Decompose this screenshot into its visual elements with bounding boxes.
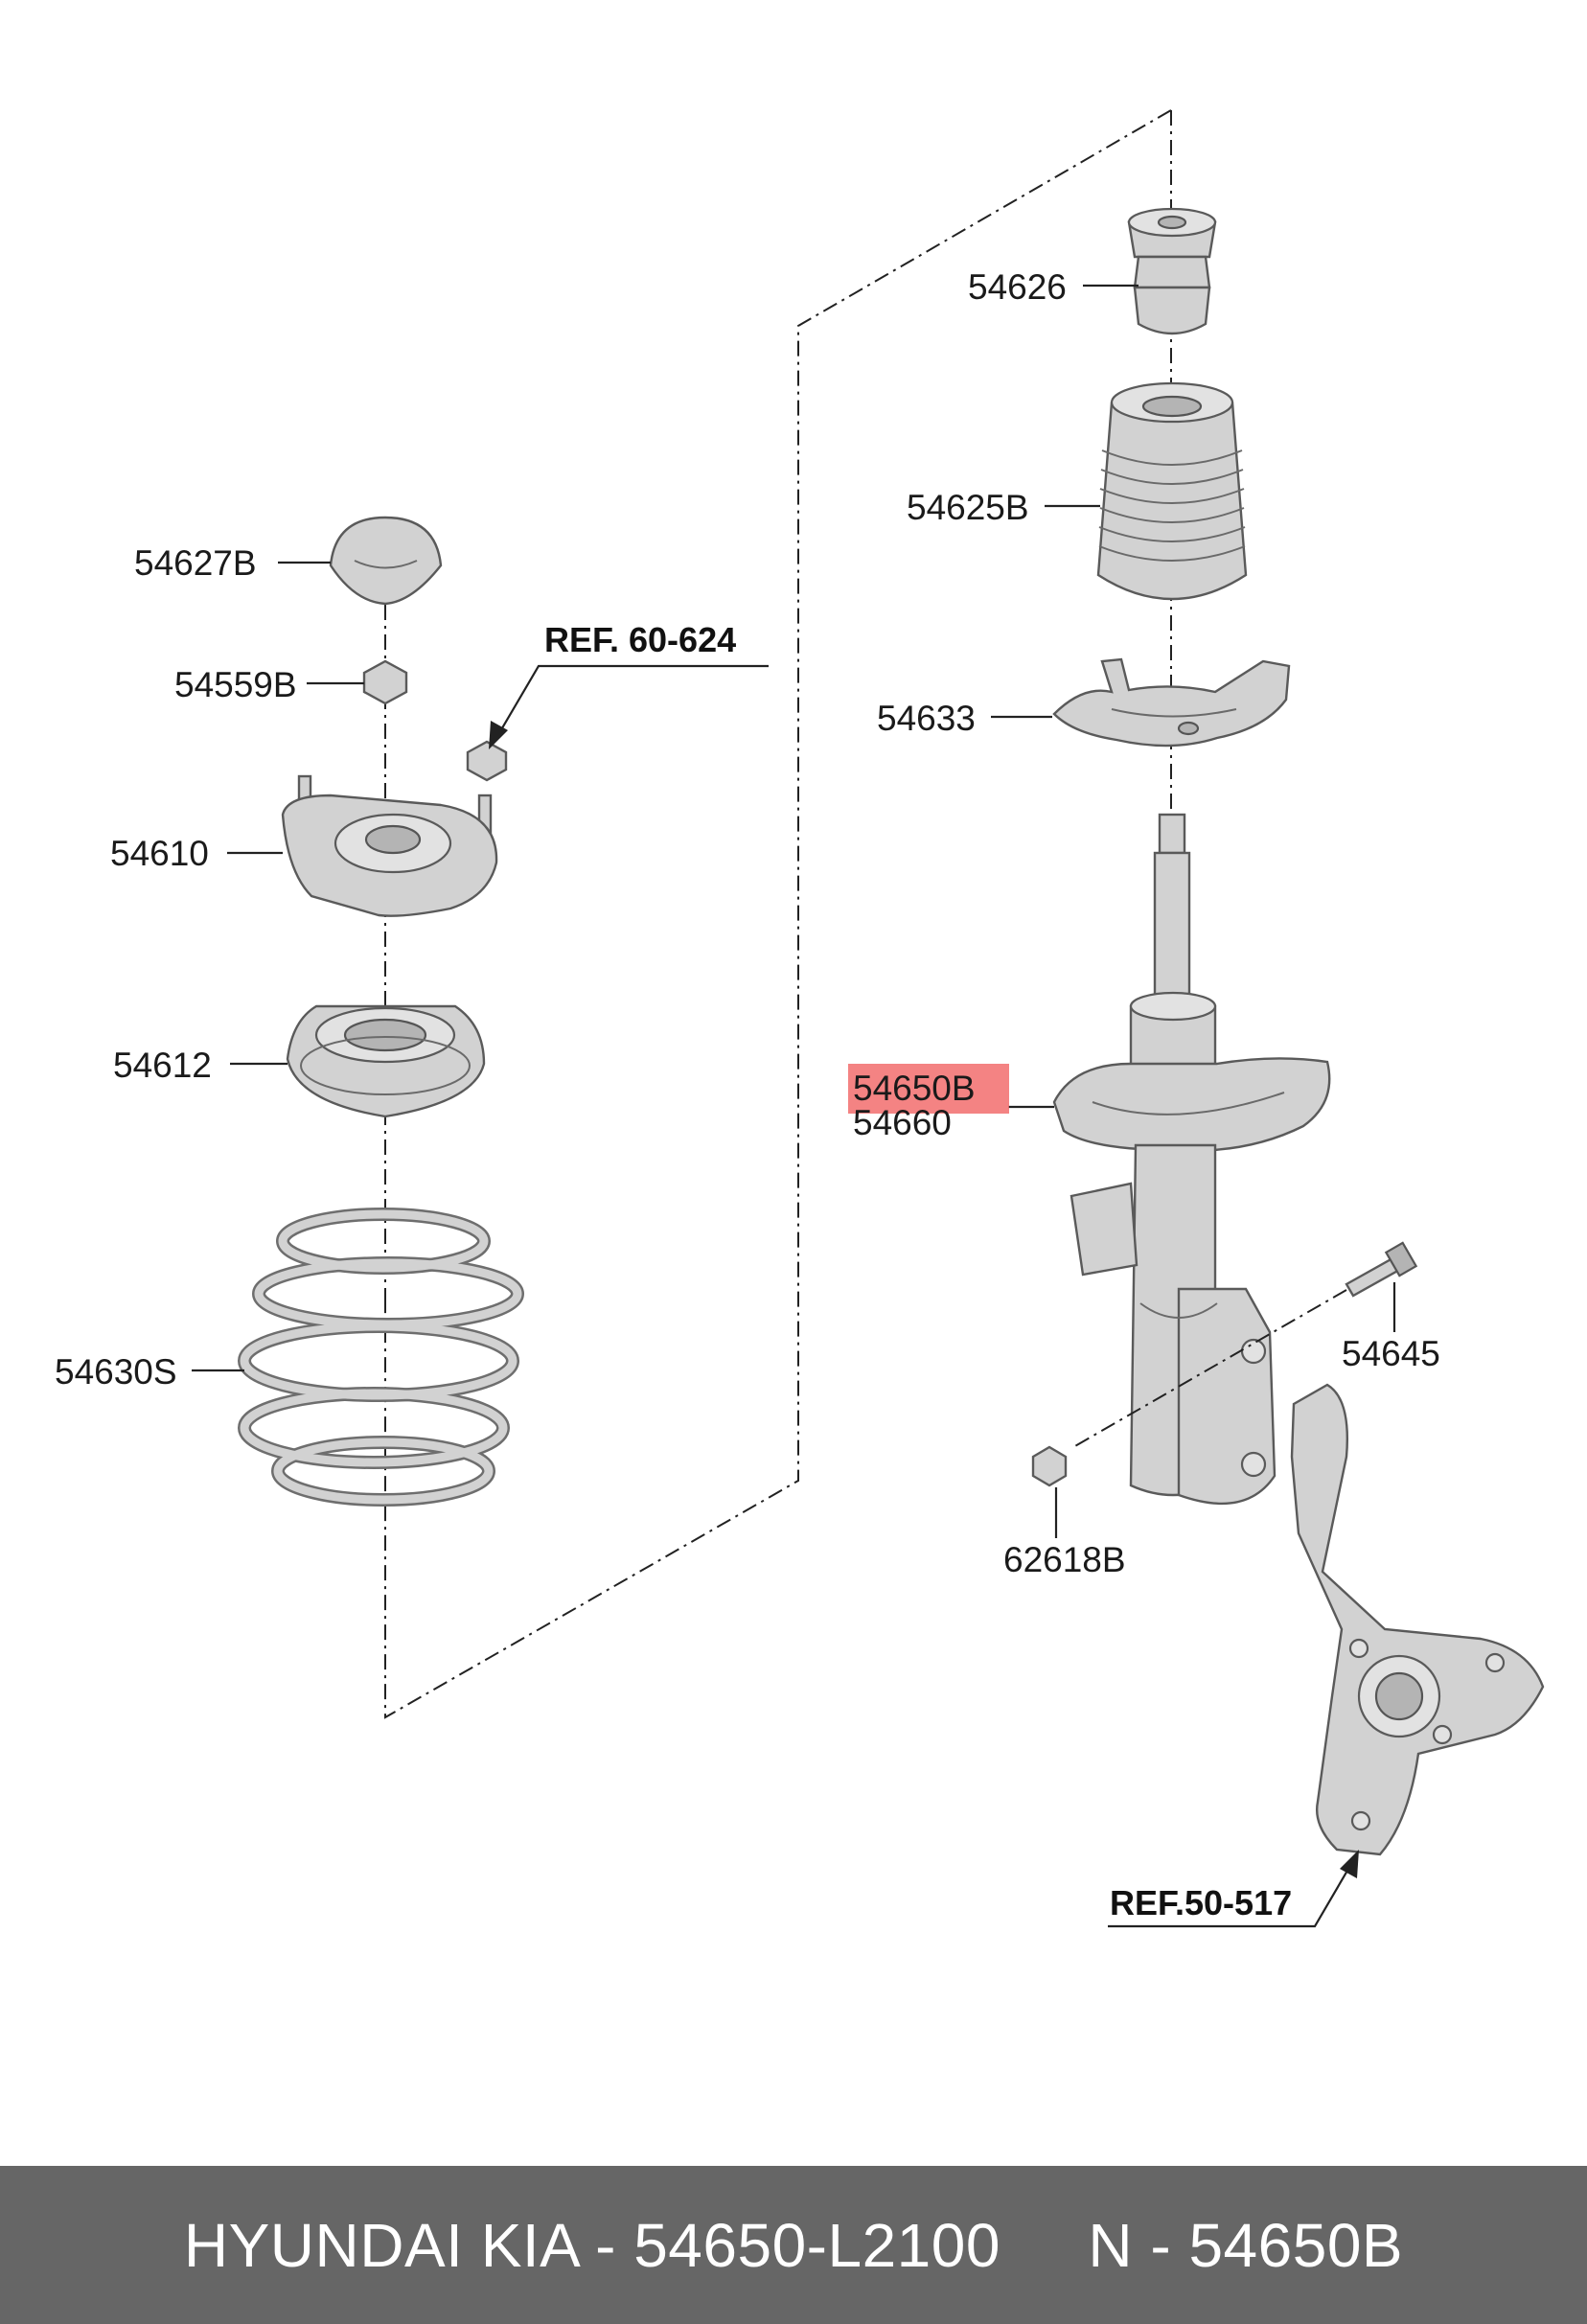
- label-54612: 54612: [113, 1046, 212, 1085]
- leader-ref-50-517: [1108, 1863, 1352, 1928]
- highlight-54650b: [848, 1064, 1009, 1114]
- footer-part-number: HYUNDAI KIA - 54650-L2100 N - 54650B: [183, 2210, 1404, 2280]
- dust-boot-54625b: [1096, 381, 1248, 601]
- cap-54627b: [329, 516, 443, 606]
- label-54645: 54645: [1342, 1334, 1440, 1373]
- bolt-axis-line: [1072, 1289, 1347, 1448]
- steering-knuckle: [1290, 1383, 1545, 1856]
- assembly-boundary-line: [384, 109, 1172, 1719]
- label-54625b: 54625B: [907, 488, 1029, 527]
- spring-pad-54633: [1052, 657, 1291, 748]
- nut-54559b: [362, 659, 408, 705]
- bump-stop-54626: [1127, 207, 1217, 335]
- footer-bar: HYUNDAI KIA - 54650-L2100 N - 54650B: [0, 2166, 1587, 2324]
- label-54559b: 54559B: [174, 665, 297, 704]
- label-54630s: 54630S: [55, 1352, 177, 1392]
- ref-nut-60-624: [466, 740, 508, 782]
- arrow-ref-60-624: [489, 721, 508, 749]
- bearing-54612: [286, 1004, 486, 1118]
- label-54610: 54610: [110, 834, 209, 873]
- label-54627b: 54627B: [134, 543, 257, 583]
- ref-label-60-624: REF. 60-624: [544, 620, 736, 659]
- arrow-ref-50-517: [1340, 1850, 1359, 1878]
- label-54650b: 54650B: [853, 1069, 976, 1108]
- bolt-54645: [1345, 1241, 1418, 1298]
- leader-ref-60-624: [495, 664, 769, 739]
- coil-spring-54630s: [238, 1208, 524, 1507]
- label-54626: 54626: [968, 267, 1067, 307]
- ref-label-50-517: REF.50-517: [1110, 1883, 1292, 1922]
- label-54633: 54633: [877, 699, 976, 738]
- nut-62618b: [1031, 1445, 1068, 1487]
- label-62618b: 62618B: [1003, 1540, 1126, 1579]
- strut-assembly-54650b: [1052, 813, 1331, 1506]
- strut-mount-54610: [281, 774, 498, 917]
- label-54660: 54660: [853, 1103, 952, 1142]
- parts-diagram: 54626 54625B 54633 54650B 54660 54645 62…: [55, 109, 1545, 1928]
